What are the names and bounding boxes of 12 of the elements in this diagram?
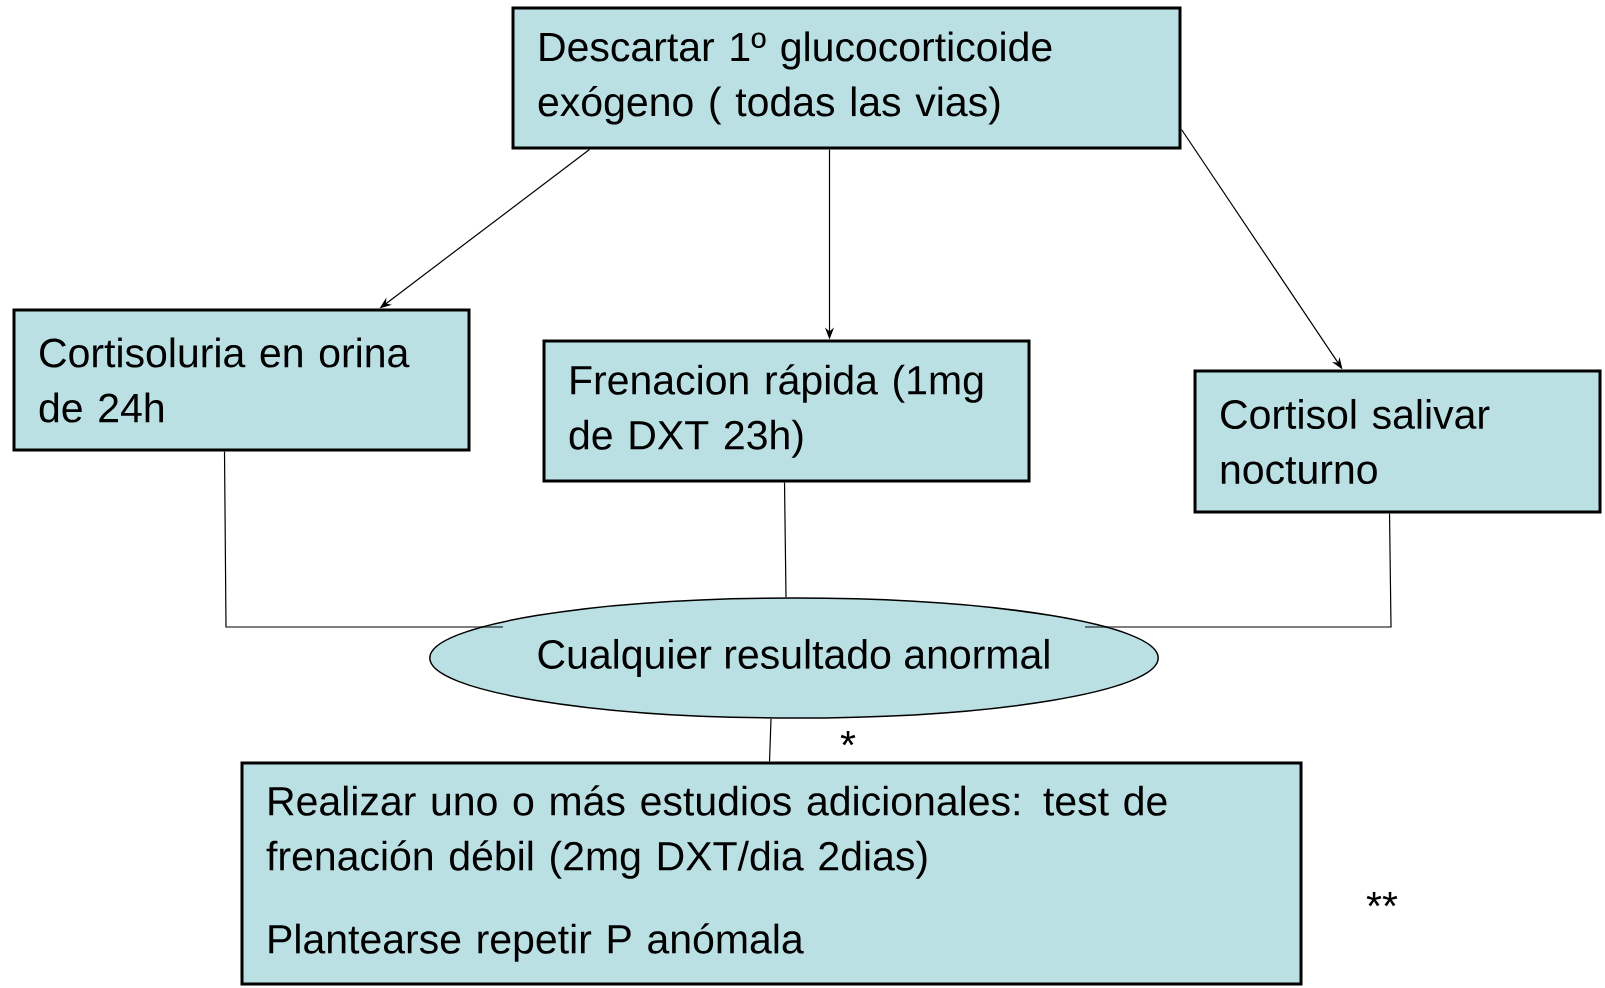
- connector-line: [1084, 512, 1392, 628]
- process-box: Realizar uno o más estudios adicionales: test de frenación débil (2mg DXT/dia 2dias) Plantearse repetir P anómala: [240, 761, 1303, 986]
- asterisk-note: *: [840, 730, 856, 746]
- connector-line: [783, 481, 787, 598]
- process-box: Descartar 1º glucocorticoide exógeno ( todas las vias): [511, 6, 1182, 150]
- connector-line: [223, 450, 504, 628]
- process-box: Cortisol salivar nocturno: [1193, 369, 1602, 514]
- asterisk-note: **: [1366, 891, 1398, 907]
- oval-node: Cualquier resultado anormal: [429, 597, 1159, 719]
- process-box: Cortisoluria en orina de 24h: [12, 308, 471, 452]
- connector-line: [768, 718, 772, 763]
- process-box: Frenacion rápida (1mg de DXT 23h): [542, 339, 1031, 483]
